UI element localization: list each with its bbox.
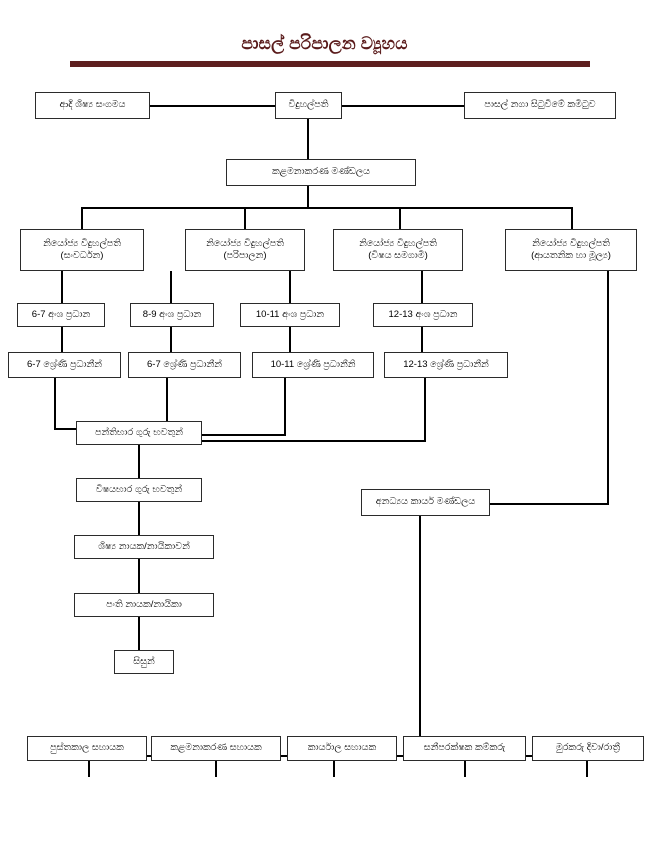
node-deputy-principal-administration[interactable]: නියෝජ්‍ය විදුහල්පති (පරිපාලන) [185, 229, 305, 271]
edge-bus-to-dep1 [81, 207, 83, 229]
node-old-students-association[interactable]: ආදි ශිෂ්‍ය සංගමය [35, 92, 150, 119]
edge-dep2-sec2 [170, 271, 172, 307]
deputy-administration-line2: (පරිපාලන) [223, 250, 267, 261]
node-non-academic-staff[interactable]: අනධ්‍යය කාර්ය මණ්ඩලය [361, 489, 490, 516]
node-students[interactable]: සිසුන් [114, 650, 174, 674]
edge-grade3-into-classteachers [201, 434, 286, 436]
edge-nonacademic-stem [419, 516, 421, 756]
node-grade-head-12-13[interactable]: 12-13 ශ්‍රේණි ප්‍රධානීන් [384, 352, 508, 378]
edge-management-bus [81, 207, 573, 209]
node-sanitary-worker[interactable]: සනීපරක්ෂක කම්කරු [403, 736, 526, 761]
edge-bus-to-management-assistant [215, 755, 217, 777]
edge-studentleaders-classleaders [138, 559, 140, 593]
node-security-guard[interactable]: මුරකරු දිවා/රාත්‍රී [532, 736, 644, 761]
edge-bus-to-library [88, 755, 90, 777]
node-principal[interactable]: විදුහල්පති [275, 92, 342, 119]
edge-dep1-sec1 [61, 271, 63, 307]
node-office-assistant[interactable]: කාර්යාල සහායක [287, 736, 397, 761]
node-class-leaders[interactable]: පංති නායක/නායිකා [74, 593, 214, 617]
edge-bus-to-dep2 [244, 207, 246, 229]
node-section-head-8-9[interactable]: 8-9 අංශ ප්‍රධාන [130, 303, 214, 327]
deputy-institutional-line2: (ආයතනික හා මූල්‍ය) [531, 250, 611, 261]
node-management-board[interactable]: කළමනාකරණ මණ්ඩලය [226, 159, 416, 186]
node-grade-head-10-11[interactable]: 10-11 ශ්‍රේණි ප්‍රධානීනි [252, 352, 374, 378]
node-class-teachers[interactable]: පන්තිභාර ගුරු භවතුන් [76, 421, 202, 445]
edge-sec2-grade2 [170, 327, 172, 352]
deputy-development-line1: නියෝජ්‍ය විදුහල්පති [43, 237, 121, 249]
page-title: පාසල් පරිපාලන ව්‍යූහය [241, 34, 408, 53]
node-section-head-10-11[interactable]: 10-11 අංශ ප්‍රධාන [240, 303, 340, 327]
edge-bus-to-office-assistant [333, 755, 335, 777]
node-section-head-12-13[interactable]: 12-13 අංශ ප්‍රධාන [373, 303, 473, 327]
node-grade-head-6-7-b[interactable]: 6-7 ශ්‍රේණි ප්‍රධානීන් [128, 352, 241, 378]
edge-grade4-into-classteachers [201, 440, 426, 442]
node-school-development-committee[interactable]: පාසල් නගා සිටුවීමේ කමිටුව [464, 92, 616, 119]
node-management-assistant[interactable]: කළමනාකරණ සහායක [151, 736, 281, 761]
edge-classleaders-students [138, 617, 140, 650]
deputy-institutional-line1: නියෝජ්‍ය විදුහල්පති [532, 237, 610, 249]
edge-principal-management [307, 119, 309, 159]
edge-dep4-nonacademic-horizontal [490, 503, 609, 505]
node-deputy-principal-development[interactable]: නියෝජ්‍ය විදුහල්පති (සංවර්ධන) [20, 229, 144, 271]
edge-grade1-down [54, 378, 56, 428]
edge-bus-to-dep4 [571, 207, 573, 229]
node-deputy-principal-institutional-finance[interactable]: නියෝජ්‍ය විදුහල්පති (ආයතනික හා මූල්‍ය) [505, 229, 637, 271]
edge-bus-to-security [586, 755, 588, 777]
edge-dep4-sec4 [421, 271, 423, 307]
node-student-leaders[interactable]: ශිෂ්‍ය නායක/නායිකාවන් [74, 535, 214, 559]
deputy-administration-line1: නියෝජ්‍ය විදුහල්පති [206, 237, 284, 249]
edge-classteachers-subjectteachers [138, 445, 140, 478]
edge-subjectteachers-studentleaders [138, 502, 140, 535]
node-deputy-principal-cocurricular[interactable]: නියෝජ්‍ය විදුහල්පති (විෂය සමගාමී) [333, 229, 463, 271]
deputy-cocurricular-line1: නියෝජ්‍ය විදුහල්පති [359, 237, 437, 249]
node-section-head-6-7[interactable]: 6-7 අංශ ප්‍රධාන [17, 303, 105, 327]
node-subject-teachers[interactable]: විෂයභාර ගුරු භවතුන් [76, 478, 202, 502]
title-divider [70, 61, 590, 67]
edge-principal-sdc [342, 105, 464, 107]
deputy-cocurricular-line2: (විෂය සමගාමී) [368, 250, 428, 261]
deputy-development-line2: (සංවර්ධන) [60, 250, 104, 261]
edge-dep4-nonacademic-vertical [607, 271, 609, 504]
edge-dep3-sec3 [289, 271, 291, 307]
edge-grade1-into-classteachers [54, 428, 82, 430]
edge-management-stem [307, 186, 309, 208]
edge-oldstudents-principal [150, 105, 275, 107]
edge-sec4-grade4 [421, 327, 423, 352]
edge-bus-to-dep3 [399, 207, 401, 229]
edge-grade2-down [166, 378, 168, 422]
edge-grade4-down [424, 378, 426, 441]
edge-bus-to-sanitary [464, 755, 466, 777]
node-grade-head-6-7-a[interactable]: 6-7 ශ්‍රේණි ප්‍රධානීන් [8, 352, 121, 378]
node-library-assistant[interactable]: පුස්තකාල සහායක [27, 736, 147, 761]
edge-sec1-grade1 [61, 327, 63, 352]
edge-grade3-down [284, 378, 286, 435]
edge-sec3-grade3 [289, 327, 291, 352]
